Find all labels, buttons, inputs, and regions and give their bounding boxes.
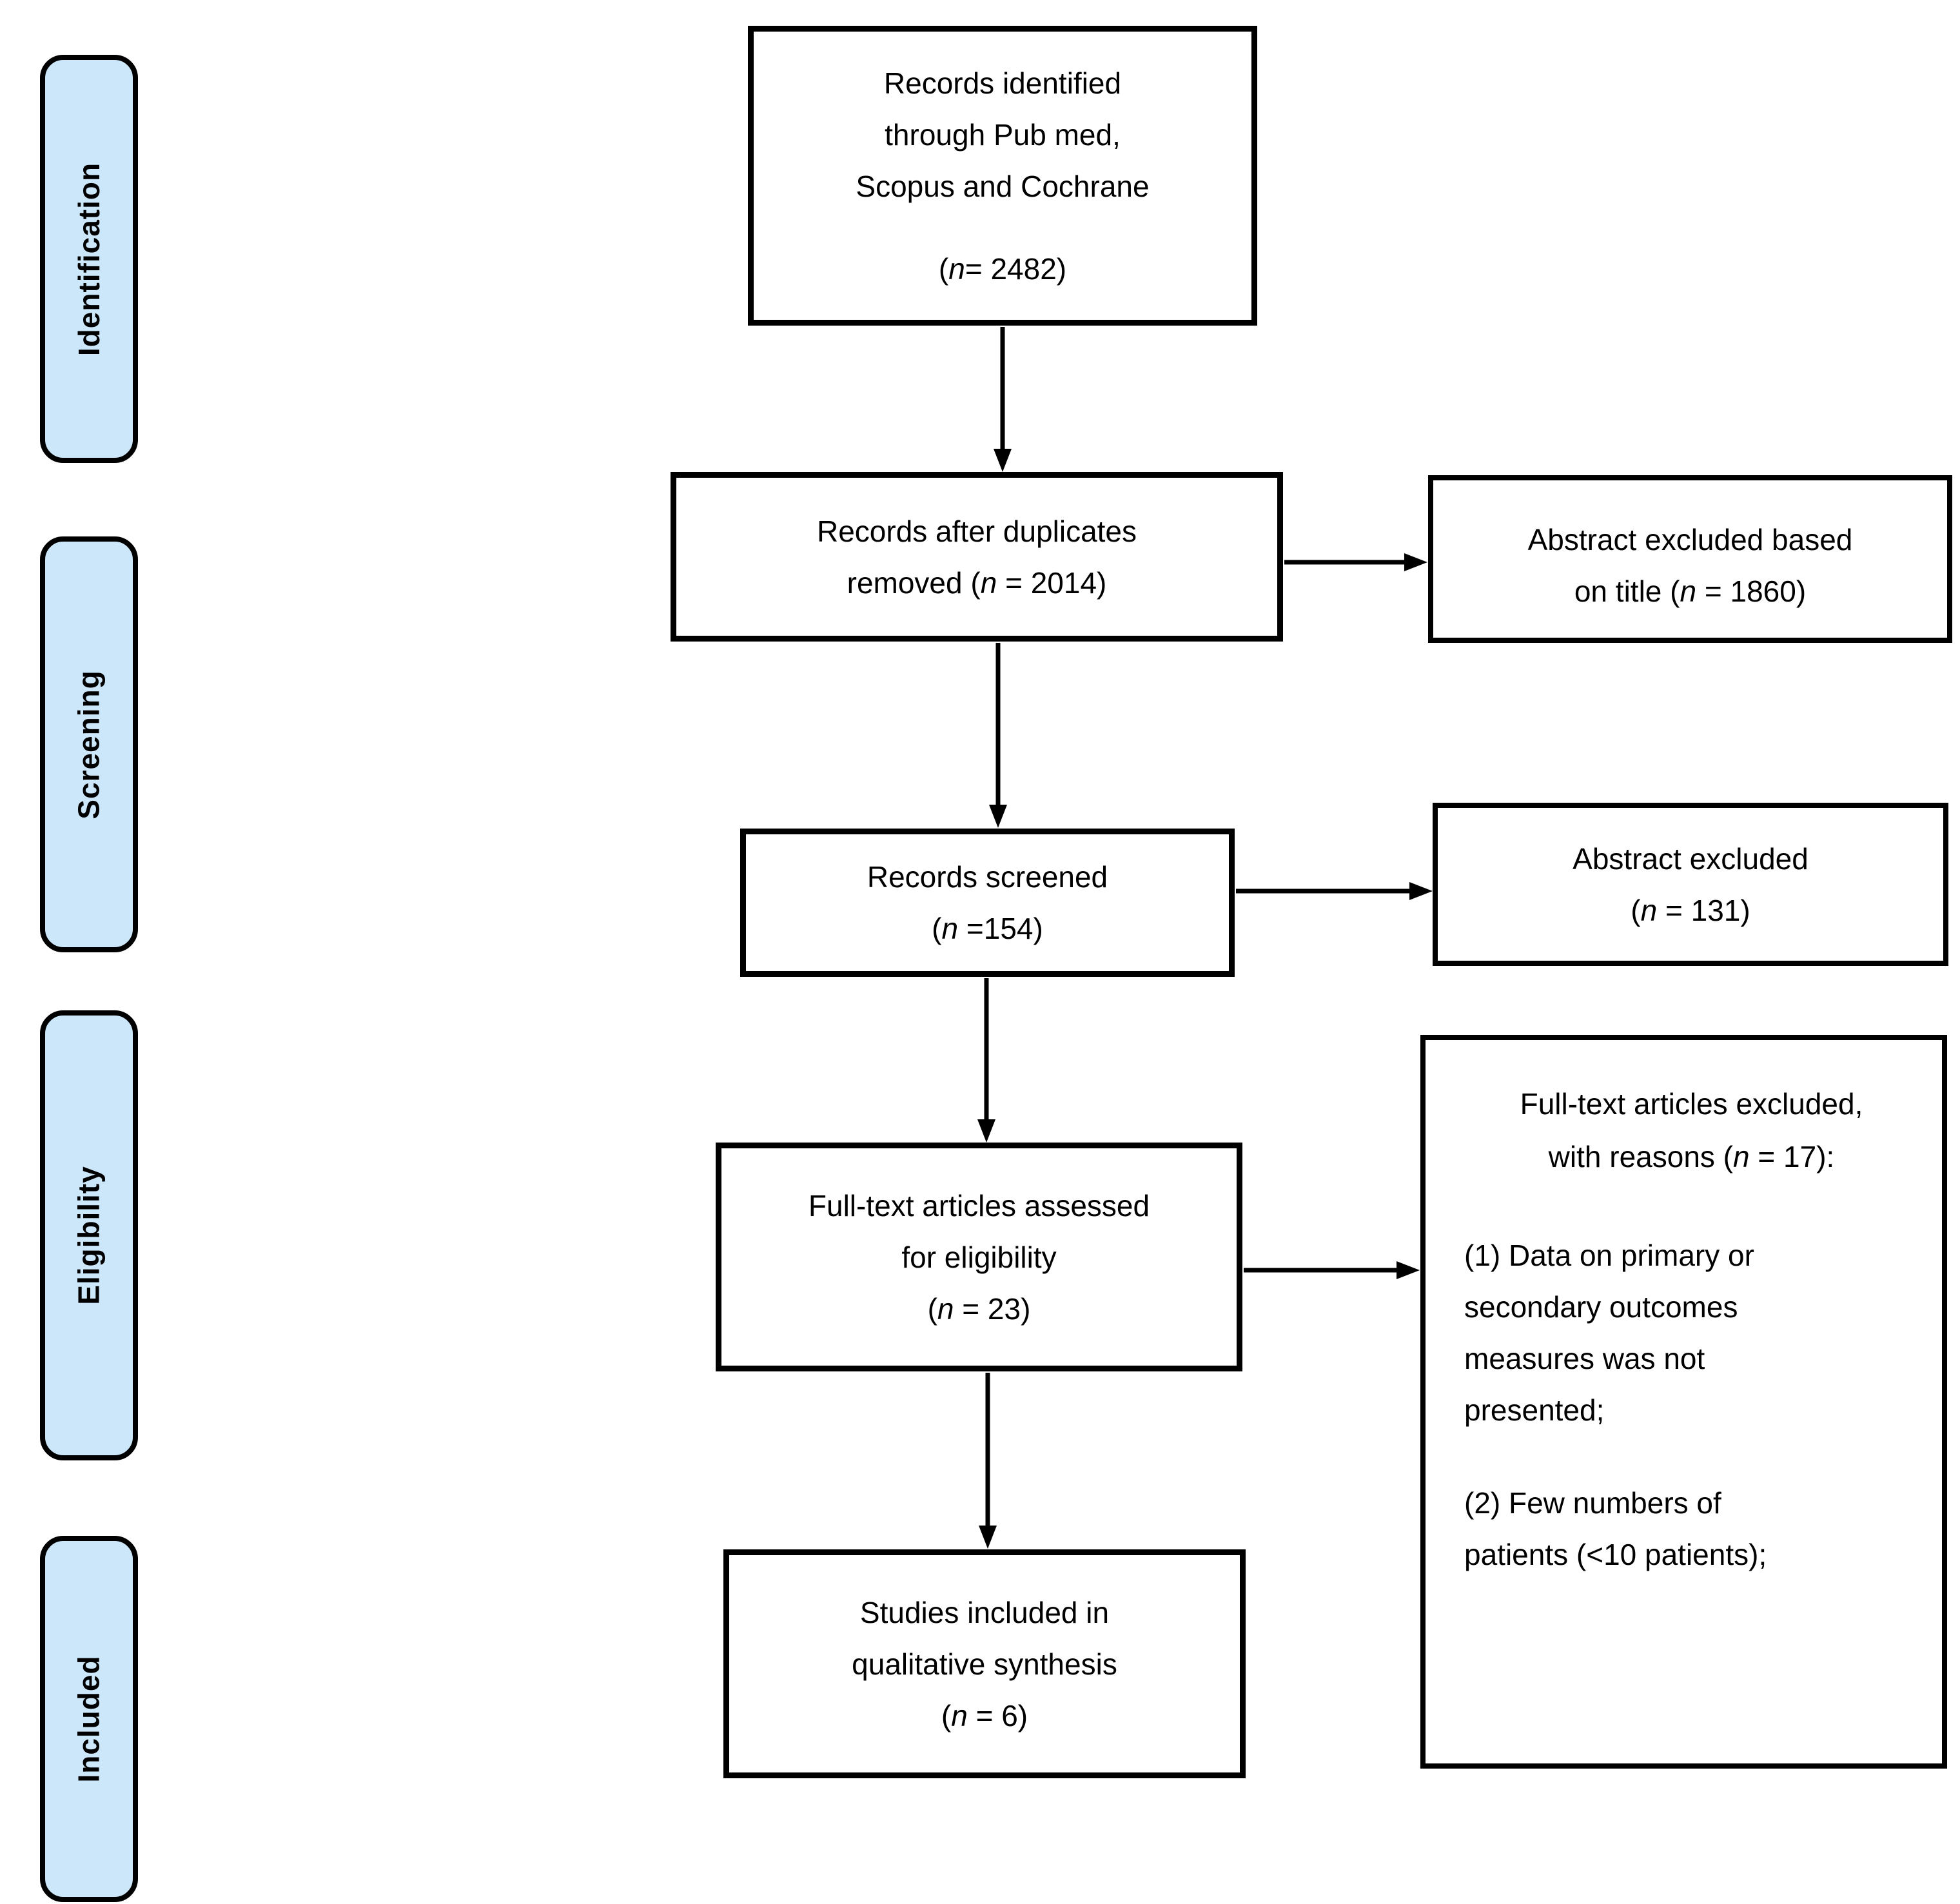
box-fulltext-excluded: Full-text articles excluded, with reason… — [1420, 1035, 1947, 1769]
box-records-screened: Records screened (n =154) — [740, 829, 1235, 977]
box-records-identified-line: Scopus and Cochrane — [856, 169, 1150, 203]
box-fulltext-assessed-line: for eligibility — [901, 1240, 1057, 1274]
stage-eligibility-label: Eligibility — [72, 1166, 106, 1305]
stage-screening-label: Screening — [72, 669, 106, 820]
box-records-identified-count: (n= 2482) — [938, 251, 1067, 286]
box-records-identified: Records identified through Pub med, Scop… — [748, 26, 1257, 326]
box-records-identified-line: Records identified — [883, 66, 1122, 100]
box-abstract-excluded-title-line: Abstract excluded based — [1527, 523, 1853, 556]
box-abstract-excluded: Abstract excluded (n = 131) — [1433, 803, 1948, 966]
box-fulltext-excluded-header: with reasons (n = 17): — [1548, 1140, 1835, 1173]
box-fulltext-assessed-line: Full-text articles assessed — [808, 1188, 1150, 1222]
box-records-screened-count: (n =154) — [932, 912, 1043, 945]
box-records-identified-line: through Pub med, — [885, 117, 1121, 152]
box-abstract-excluded-line: Abstract excluded — [1573, 841, 1808, 876]
stage-included-label: Included — [72, 1655, 106, 1783]
box-studies-included: Studies included in qualitative synthesi… — [723, 1549, 1246, 1778]
stage-eligibility: Eligibility — [40, 1010, 138, 1460]
box-fulltext-excluded-reason-2: (2) Few numbers of patients (<10 patient… — [1464, 1486, 1767, 1571]
box-fulltext-excluded-header: Full-text articles excluded, — [1520, 1087, 1863, 1121]
stage-identification-label: Identification — [72, 162, 106, 356]
stage-screening: Screening — [40, 536, 138, 952]
box-fulltext-excluded-reason-1: (1) Data on primary or secondary outcome… — [1464, 1239, 1754, 1427]
box-abstract-excluded-title: Abstract excluded based on title (n = 18… — [1428, 475, 1952, 643]
box-duplicates-removed-line: removed (n = 2014) — [847, 565, 1107, 600]
box-studies-included-line: Studies included in — [859, 1595, 1110, 1629]
stage-included: Included — [40, 1536, 138, 1902]
box-duplicates-removed-line: Records after duplicates — [816, 514, 1137, 548]
box-fulltext-assessed: Full-text articles assessed for eligibil… — [716, 1143, 1242, 1371]
box-abstract-excluded-title-line: on title (n = 1860) — [1574, 574, 1807, 608]
box-fulltext-assessed-count: (n = 23) — [927, 1291, 1031, 1326]
box-duplicates-removed: Records after duplicates removed (n = 20… — [671, 472, 1283, 642]
box-abstract-excluded-count: (n = 131) — [1631, 893, 1750, 927]
stage-identification: Identification — [40, 55, 138, 463]
box-records-screened-line: Records screened — [867, 860, 1108, 894]
box-studies-included-line: qualitative synthesis — [852, 1647, 1117, 1681]
box-studies-included-count: (n = 6) — [941, 1698, 1028, 1732]
